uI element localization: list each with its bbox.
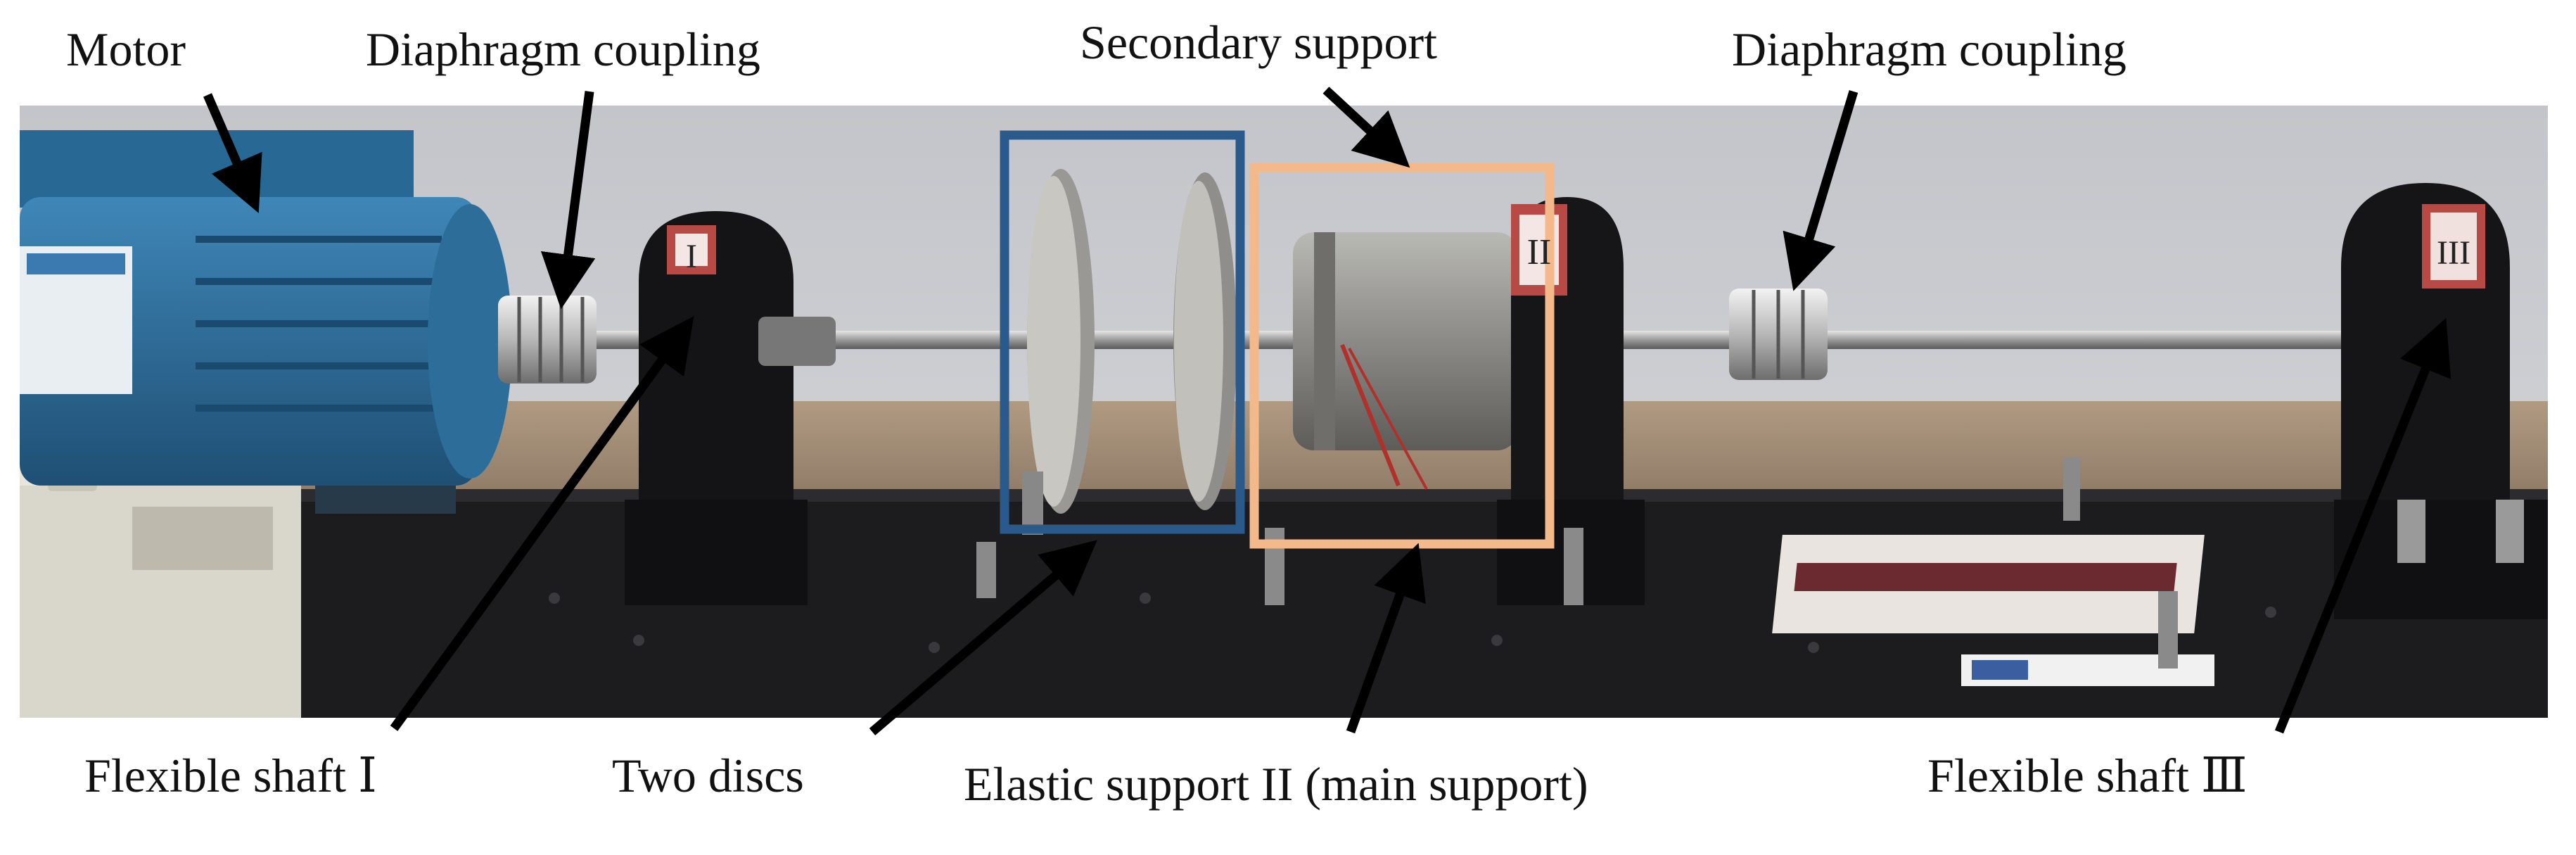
coupling-left-arrow [540, 91, 596, 310]
flexible-shaft-one-arrow [390, 316, 694, 731]
elastic-support-arrow [1346, 543, 1426, 734]
flexible-shaft-three-arrow [2274, 317, 2451, 734]
support-tag-two: II [1527, 232, 1552, 272]
diaphragm-coupling-left-label: Diaphragm coupling [366, 23, 760, 76]
left-coupling [498, 296, 597, 384]
motor-arrow [203, 93, 262, 213]
coupling-right-arrow [1783, 90, 1858, 291]
flexible-shaft-one-label: Flexible shaft Ⅰ [84, 749, 377, 802]
right-coupling [1729, 289, 1828, 380]
secondary-support-drum [1293, 232, 1518, 490]
elastic-support-label: Elastic support II (main support) [964, 757, 1588, 811]
secondary-support-arrow [1322, 87, 1410, 168]
secondary-support-label: Secondary support [1080, 15, 1438, 69]
support-tag-three: III [2437, 234, 2470, 272]
support-tag-one: I [686, 238, 697, 275]
disc-two [1173, 172, 1237, 510]
two-discs-arrow [869, 540, 1097, 735]
flexible-shaft-three-label: Flexible shaft Ⅲ [1927, 749, 2247, 802]
disc-one [1027, 169, 1095, 514]
test-rig-photo: I II III [20, 106, 2548, 718]
motor [20, 130, 512, 514]
disc-highlight-box [1000, 130, 1245, 534]
support-one [625, 211, 836, 605]
two-discs-label: Two discs [612, 749, 804, 802]
motor-label: Motor [66, 23, 186, 76]
diaphragm-coupling-right-label: Diaphragm coupling [1732, 23, 2127, 76]
